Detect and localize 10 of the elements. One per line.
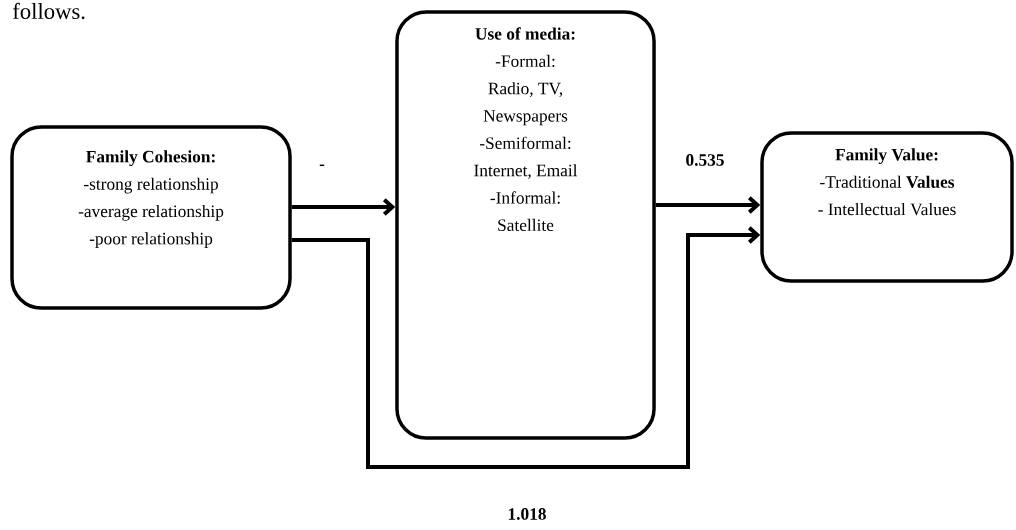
text-fragment: follows. — [12, 2, 85, 20]
process-box: Family Cohesion: -strong relationship -average relationship -poor relationship — [10, 125, 292, 310]
arrow — [291, 198, 396, 216]
arrow — [655, 196, 761, 214]
process-box: Family Value: -Traditional Values - Intellectual Values — [760, 131, 1014, 283]
process-box: Use of media: -Formal: Radio, TV, Newspapers -Semiformal: Internet, Email -Informal: Satellite — [395, 10, 656, 440]
edge-label: - — [317, 163, 327, 171]
arrow — [291, 226, 761, 469]
edge-label: 1.018 — [506, 506, 548, 522]
edge-label: 0.535 — [684, 152, 726, 168]
